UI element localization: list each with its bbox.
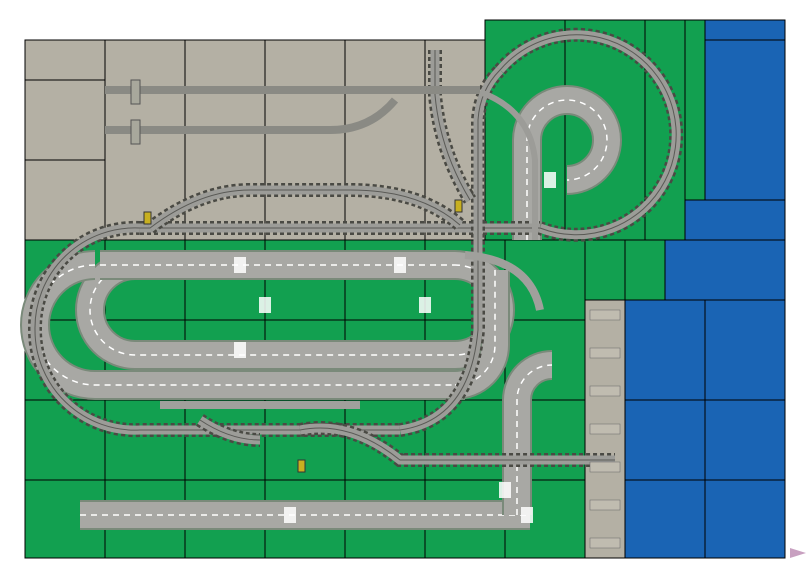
baseplate [24,399,106,481]
platform-tile [589,385,621,397]
triangle-marker-icon[interactable] [790,548,806,558]
switch-track [160,251,544,409]
baseplate [704,19,786,41]
track-buffer-stop-icon [130,119,141,145]
crosswalk [394,257,406,273]
track-lower-switch-rail [199,419,261,441]
baseplate [24,79,106,161]
baseplate [24,39,106,81]
road-loop-line [526,99,608,240]
baseplate [624,299,706,401]
track-vertical-spur-rail [434,50,471,201]
baseplate [704,39,786,201]
track-right-rail [399,69,501,431]
track-top-loop-rail [499,34,677,236]
crosswalk [234,257,246,273]
baseplate [624,239,666,301]
road-outer-line [34,264,465,386]
signal-light-icon [143,211,152,225]
baseplate [624,479,706,559]
crosswalk [499,482,511,498]
platform-tile [589,461,621,473]
platform-tile [589,309,621,321]
platform-tile [589,537,621,549]
platform-tile [589,347,621,359]
signal-light-icon [454,199,463,213]
crosswalk [234,342,246,358]
track-lower-spur-rail [299,427,615,461]
baseplate [264,39,346,241]
crosswalk [419,297,431,313]
train-tracks [27,27,684,467]
track-buffer-stop-icon [130,79,141,105]
baseplate [624,399,706,481]
platform-tile [589,423,621,435]
baseplate [684,199,786,241]
roads [20,85,622,530]
crosswalk [259,297,271,313]
baseplate [704,399,786,481]
road-vertical [504,352,553,515]
baseplate [504,239,586,321]
signal-light-icon [297,459,306,473]
baseplate [704,299,786,401]
crosswalk [521,507,533,523]
baseplate [684,19,706,221]
baseplate [24,159,106,241]
baseplate [104,399,186,481]
accessories [130,79,621,549]
baseplate [664,239,786,301]
baseplate [184,39,266,241]
baseplate [344,39,426,241]
crosswalk [284,507,296,523]
station-track-branch [478,89,538,240]
baseplate [704,479,786,559]
station-track [105,86,480,134]
platform-tile [589,499,621,511]
crosswalk [544,172,556,188]
road-outer-right-line [454,270,496,386]
track-siding-upper-rail [149,189,461,229]
